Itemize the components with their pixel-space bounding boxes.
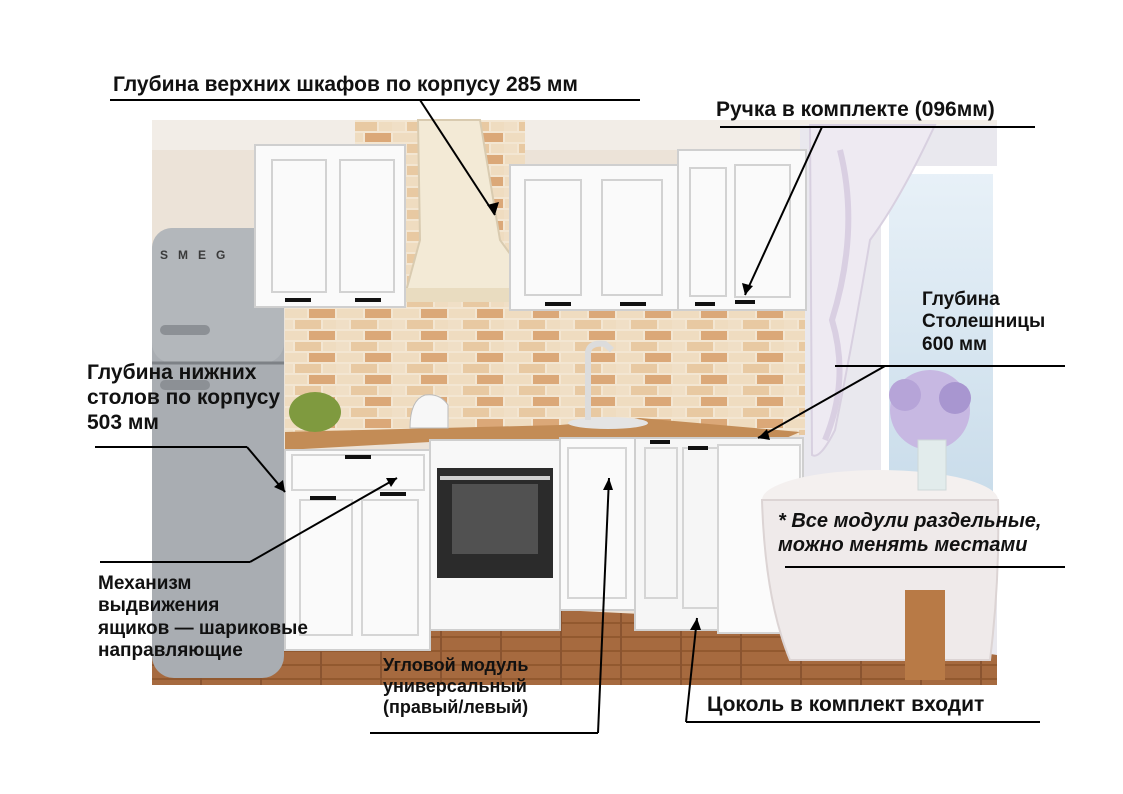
label-corner-module: Угловой модуль универсальный (правый/лев… [383, 655, 529, 718]
label-lower-depth: Глубина нижних столов по корпусу 503 мм [87, 361, 281, 434]
lower-cabinet-sink [559, 437, 636, 611]
fridge-brand-logo: SMEG [160, 248, 236, 262]
annotation-lines [95, 99, 1065, 734]
lower-cabinet-left [284, 449, 431, 651]
label-countertop-depth: Глубина Столешницы 600 мм [922, 289, 1046, 355]
upper-cabinet-left [254, 144, 406, 308]
label-upper-depth: Глубина верхних шкафов по корпусу 285 мм [113, 73, 578, 96]
kettle [409, 394, 449, 429]
arrowheads [274, 202, 770, 630]
label-handle: Ручка в комплекте (096мм) [716, 98, 995, 121]
fruit-bowl [289, 392, 341, 432]
sink [568, 417, 648, 429]
backsplash [285, 305, 805, 435]
label-plinth: Цоколь в комплект входит [707, 693, 985, 716]
upper-cabinet-corner [677, 149, 807, 311]
label-modules-note: * Все модули раздельные, можно менять ме… [778, 510, 1042, 556]
upper-cabinet-center [509, 164, 679, 311]
vase [917, 439, 947, 491]
table-leg [905, 590, 945, 680]
label-drawer-mechanism: Механизм выдвижения ящиков — шариковые н… [98, 573, 308, 662]
